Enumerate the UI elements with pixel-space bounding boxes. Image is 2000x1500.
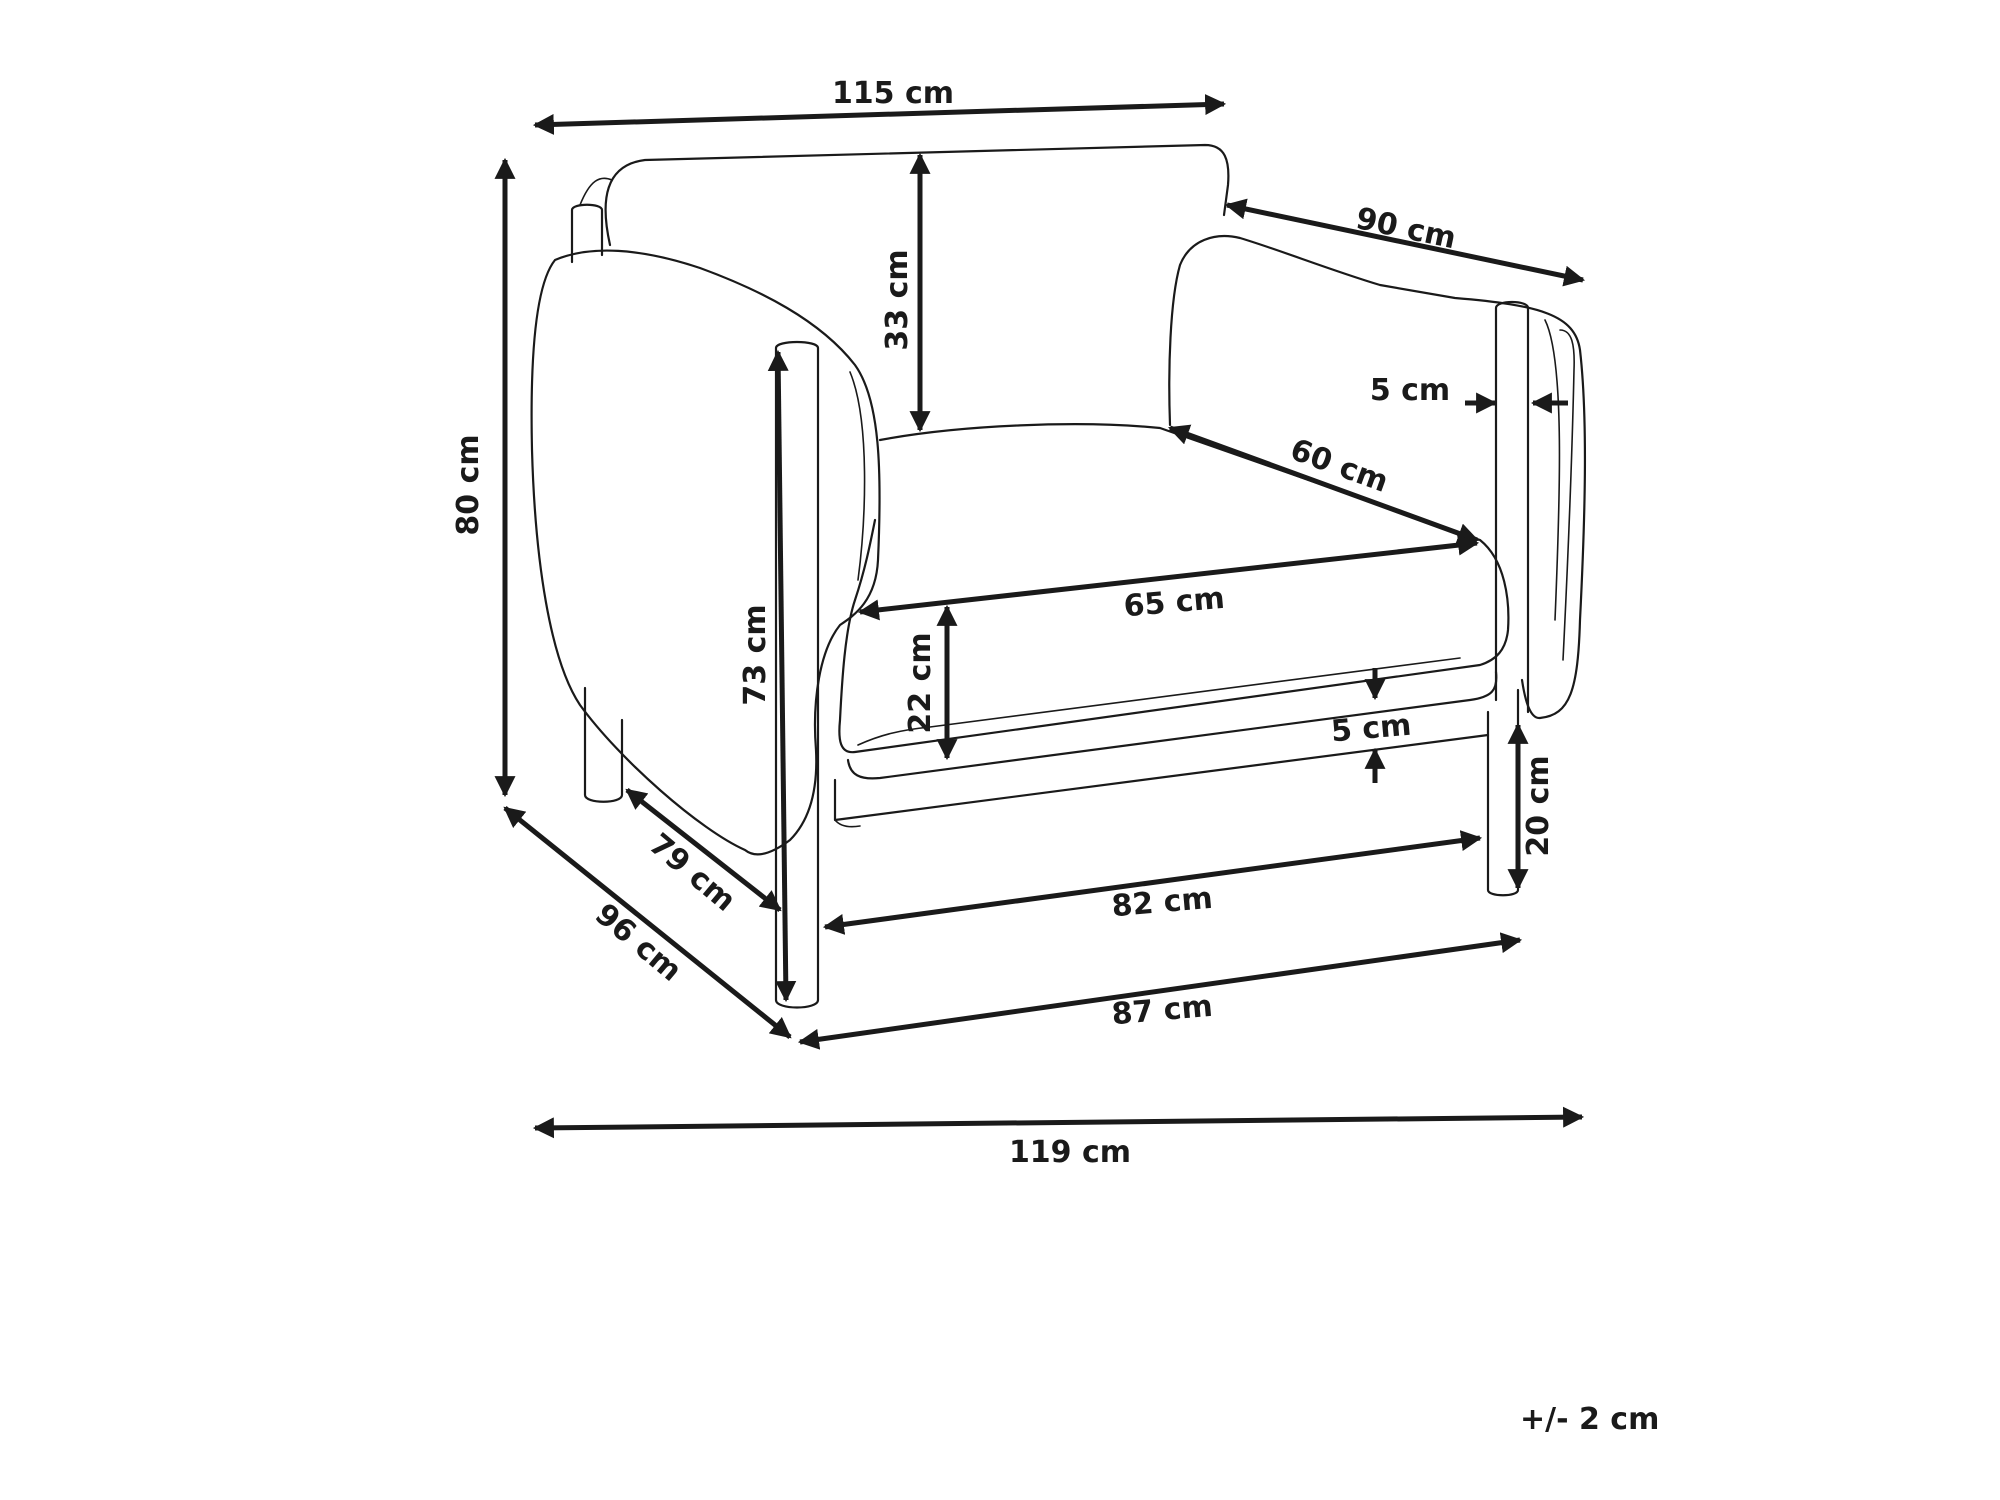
dim-arrow-96 (503, 806, 792, 1039)
seat-cushion (838, 423, 1510, 754)
label-115-cm: 115 cm (832, 76, 954, 111)
back-left-leg (583, 686, 624, 803)
front-right-post (1494, 300, 1530, 714)
dim-arrow-82 (822, 830, 1483, 935)
right-armrest (1168, 235, 1587, 720)
label-5-cm-arm: 5 cm (1370, 373, 1450, 408)
back-right-leg (1486, 688, 1520, 897)
label-87-cm: 87 cm (1110, 989, 1214, 1033)
backrest (604, 143, 1230, 247)
dim-arrow-60 (1168, 424, 1479, 544)
label-20-cm: 20 cm (1521, 755, 1556, 856)
tolerance-note: +/- 2 cm (1520, 1402, 1660, 1437)
dimension-labels: 115 cm 90 cm 80 cm 33 cm 5 cm 60 cm 65 c… (451, 76, 1556, 1170)
base-frame (833, 733, 1490, 822)
label-65-cm: 65 cm (1122, 581, 1226, 625)
left-armrest (530, 249, 881, 856)
dimension-lines (494, 94, 1586, 1139)
label-33-cm: 33 cm (880, 249, 915, 350)
label-119-cm: 119 cm (1009, 1135, 1131, 1170)
dim-arrow-65 (857, 534, 1480, 621)
dim-arrow-87 (797, 932, 1523, 1050)
seat-piping (857, 657, 1461, 746)
label-90-cm: 90 cm (1353, 201, 1459, 256)
dim-arrow-90 (1224, 198, 1586, 287)
label-73-cm: 73 cm (738, 604, 773, 705)
label-80-cm: 80 cm (451, 434, 486, 535)
label-82-cm: 82 cm (1110, 881, 1214, 925)
dim-arrow-115 (532, 94, 1227, 135)
label-5-cm-base: 5 cm (1330, 708, 1413, 750)
dim-arrow-119 (532, 1106, 1585, 1139)
label-22-cm: 22 cm (903, 632, 938, 733)
dim-arrow-73 (767, 349, 797, 1003)
